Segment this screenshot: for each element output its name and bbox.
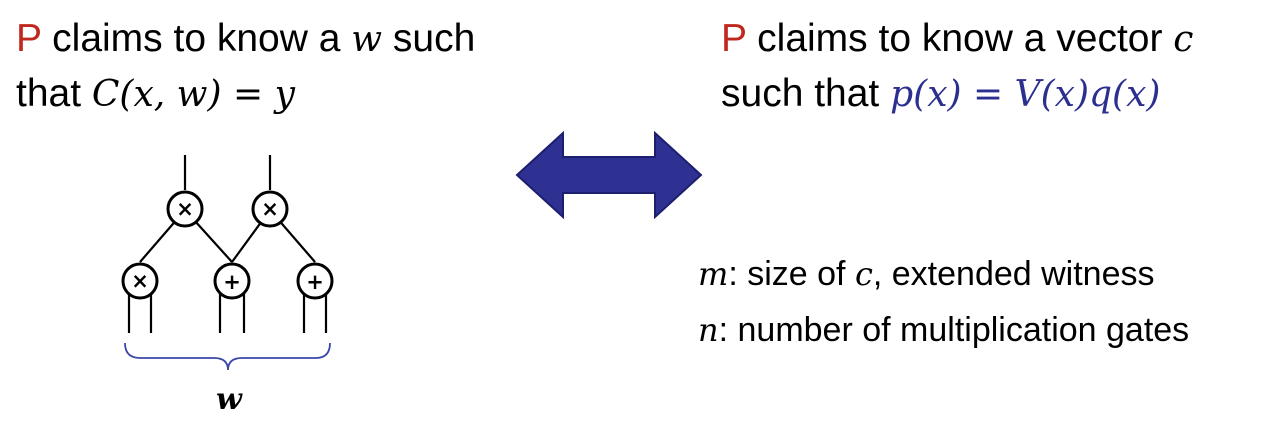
right-claim-line-2: such that p(x) = V(x)q(x) — [721, 67, 1193, 122]
left-claim-text-2: that — [16, 72, 92, 115]
circuit-wires — [127, 155, 328, 333]
n-symbol: n — [698, 311, 719, 349]
n-text: : number of multiplication gates — [718, 311, 1190, 349]
left-claim-text: claims to know a — [41, 17, 352, 60]
multiply-gate-top-right: × — [251, 190, 289, 228]
witness-label: w — [216, 382, 242, 417]
m-text: : size of — [728, 255, 855, 293]
right-claim-line-1: P claims to know a vector c — [721, 12, 1193, 67]
add-symbol: + — [223, 270, 241, 294]
left-claim-line-1: P claims to know a w such — [16, 12, 475, 67]
m-vector-variable: c — [854, 255, 873, 293]
multiply-gate-bottom: × — [121, 262, 159, 300]
definitions: m: size of c, extended witness n: number… — [698, 246, 1189, 358]
multiply-gate-top-left: × — [166, 190, 204, 228]
witness-brace — [124, 342, 331, 371]
multiply-symbol: × — [176, 197, 194, 221]
double-arrow-icon — [515, 130, 703, 220]
multiply-symbol: × — [131, 269, 149, 293]
definition-n: n: number of multiplication gates — [698, 302, 1189, 358]
left-claim-line-2: that C(x, w) = y — [16, 67, 475, 122]
add-symbol: + — [306, 270, 324, 294]
add-gate-middle: + — [213, 262, 251, 300]
vector-variable: c — [1173, 19, 1194, 60]
definition-m: m: size of c, extended witness — [698, 246, 1189, 302]
m-text-end: , extended witness — [872, 255, 1155, 293]
add-gate-right: + — [296, 262, 334, 300]
prover-p: P — [721, 17, 747, 60]
right-claim-text-2: such that — [721, 72, 891, 115]
m-symbol: m — [698, 255, 729, 293]
multiply-symbol: × — [261, 197, 279, 221]
circuit-equation: C(x, w) = y — [91, 74, 295, 115]
right-claim-text: claims to know a vector — [746, 17, 1174, 60]
prover-p: P — [16, 17, 42, 60]
left-claim: P claims to know a w such that C(x, w) =… — [16, 12, 475, 122]
witness-variable: w — [351, 19, 383, 60]
left-claim-text-end: such — [382, 17, 476, 60]
polynomial-equation: p(x) = V(x)q(x) — [890, 74, 1161, 115]
right-claim: P claims to know a vector c such that p(… — [721, 12, 1193, 122]
